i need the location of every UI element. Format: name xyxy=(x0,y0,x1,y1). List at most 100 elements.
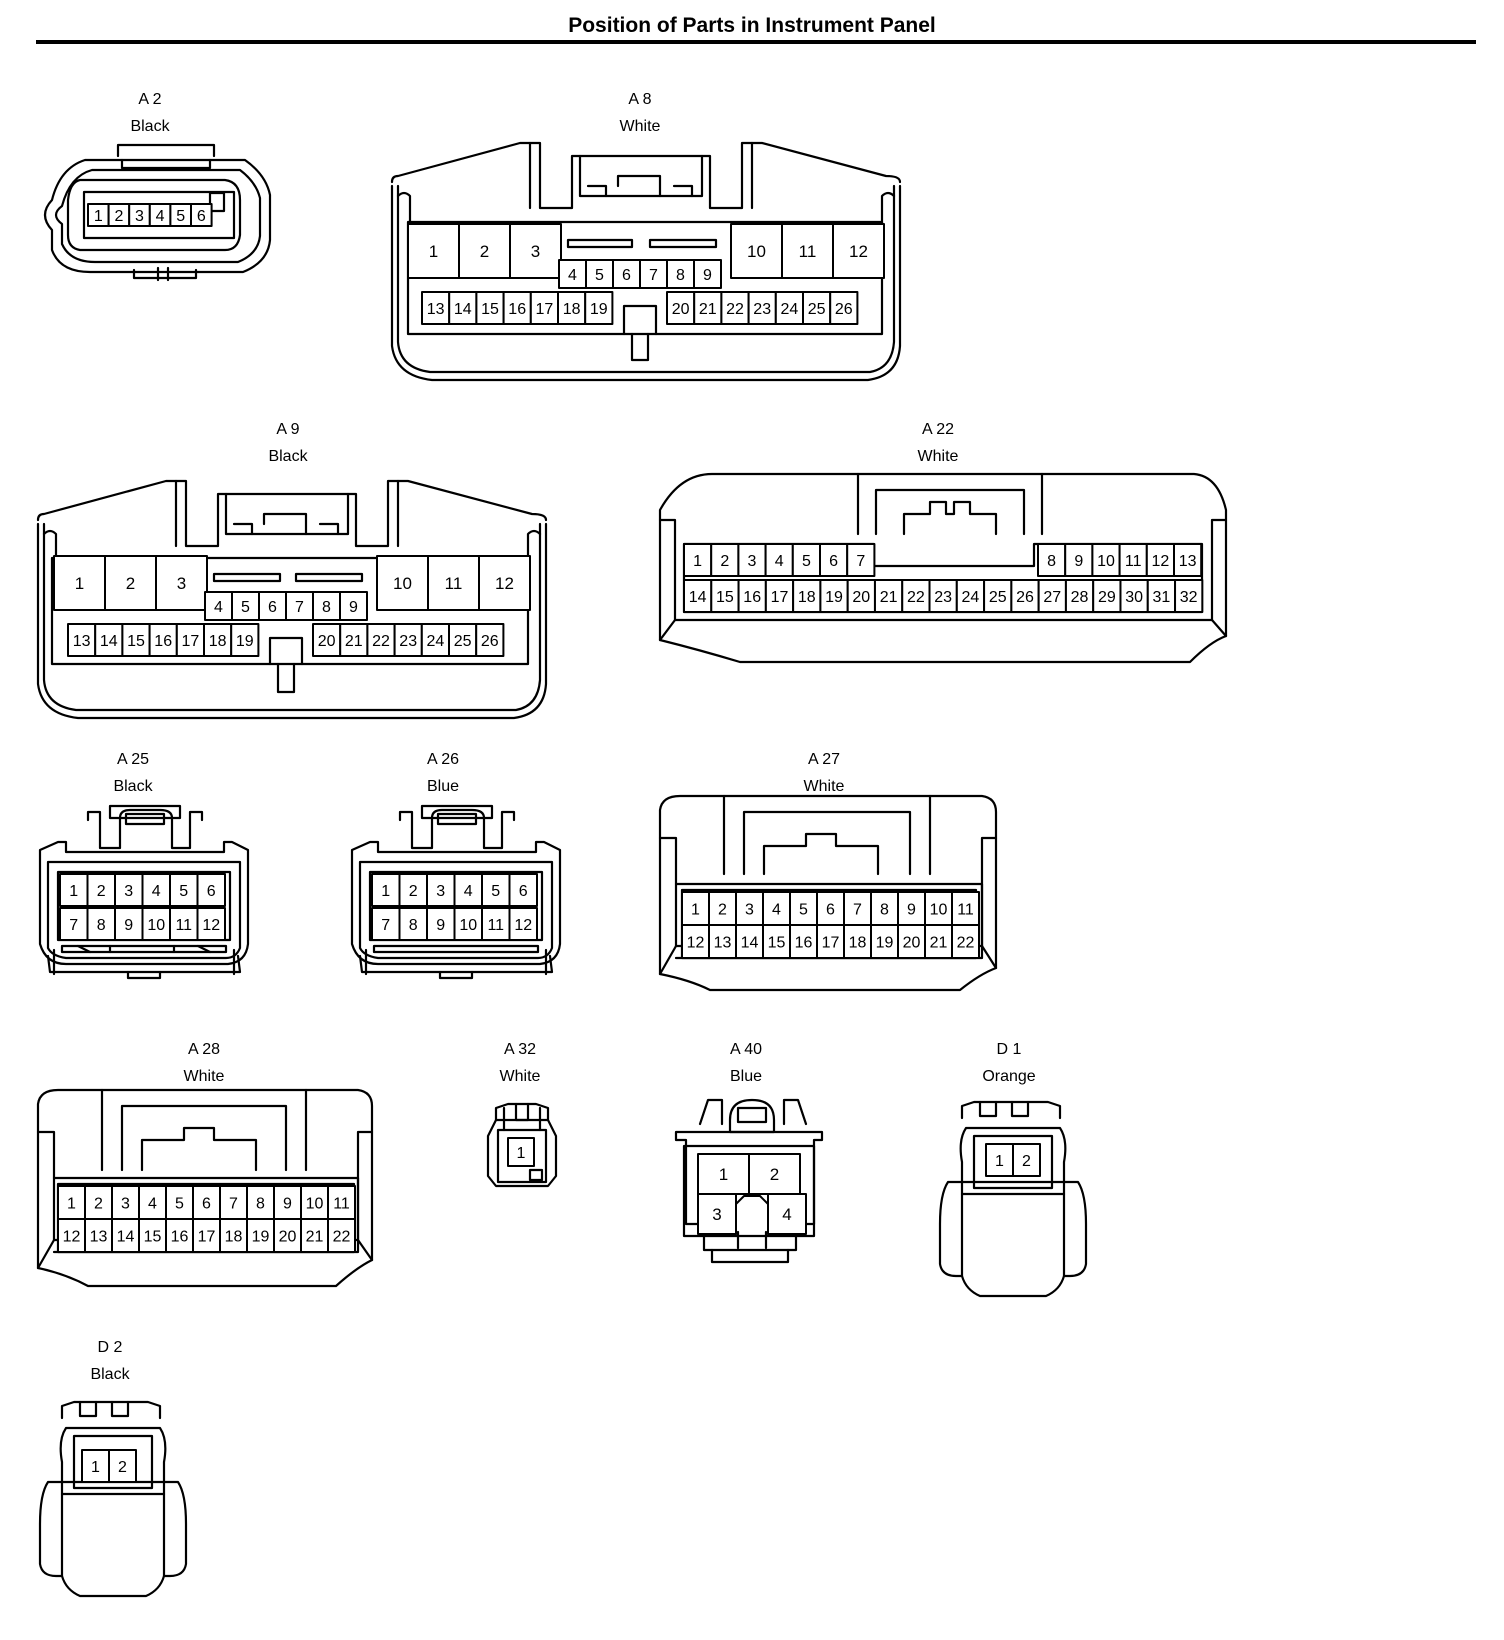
svg-text:19: 19 xyxy=(876,934,894,951)
svg-text:4: 4 xyxy=(156,208,165,225)
svg-text:8: 8 xyxy=(97,917,106,934)
svg-text:1: 1 xyxy=(381,883,390,900)
pin-a8-20: 20 xyxy=(666,291,696,325)
pin-d1-2: 2 xyxy=(1012,1143,1041,1177)
svg-text:1: 1 xyxy=(429,242,438,261)
svg-text:24: 24 xyxy=(962,589,980,606)
svg-text:21: 21 xyxy=(930,934,948,951)
pin-a8-19: 19 xyxy=(584,291,614,325)
svg-text:21: 21 xyxy=(699,301,717,318)
connector-color: Orange xyxy=(982,1068,1036,1085)
svg-text:22: 22 xyxy=(907,589,925,606)
connector-color: Black xyxy=(113,778,153,795)
svg-text:21: 21 xyxy=(345,633,363,650)
pin-a28-13: 13 xyxy=(84,1218,113,1253)
pin-a22-6: 6 xyxy=(819,543,849,577)
svg-text:2: 2 xyxy=(409,883,418,900)
connector-a2-label: A 2 Black xyxy=(90,90,210,137)
pin-a2-1: 1 xyxy=(87,203,110,227)
pin-a8-23: 23 xyxy=(747,291,777,325)
pin-a27-7: 7 xyxy=(843,891,872,926)
pin-a26-2: 2 xyxy=(398,873,428,907)
svg-text:7: 7 xyxy=(649,267,658,284)
connector-color: White xyxy=(803,778,845,795)
pin-a9-9: 9 xyxy=(339,591,368,621)
svg-text:4: 4 xyxy=(148,1195,157,1212)
pin-a28-22: 22 xyxy=(327,1218,356,1253)
svg-text:26: 26 xyxy=(1016,589,1034,606)
pin-a27-3: 3 xyxy=(735,891,764,926)
pin-a8-6: 6 xyxy=(612,259,641,289)
svg-text:9: 9 xyxy=(283,1195,292,1212)
svg-text:3: 3 xyxy=(745,901,754,918)
pin-a28-18: 18 xyxy=(219,1218,248,1253)
pin-a9-19: 19 xyxy=(230,623,260,657)
pin-a26-11: 11 xyxy=(481,907,511,941)
pin-a28-16: 16 xyxy=(165,1218,194,1253)
pin-a27-17: 17 xyxy=(816,924,845,959)
svg-text:13: 13 xyxy=(427,301,445,318)
pin-a25-11: 11 xyxy=(169,907,199,941)
svg-text:8: 8 xyxy=(322,599,331,616)
pin-a28-19: 19 xyxy=(246,1218,275,1253)
svg-text:4: 4 xyxy=(568,267,577,284)
svg-text:18: 18 xyxy=(849,934,867,951)
svg-text:28: 28 xyxy=(1071,589,1089,606)
pin-a28-17: 17 xyxy=(192,1218,221,1253)
pin-a8-21: 21 xyxy=(693,291,723,325)
pin-a22-7: 7 xyxy=(846,543,876,577)
svg-text:18: 18 xyxy=(209,633,227,650)
pin-a27-20: 20 xyxy=(897,924,926,959)
svg-text:15: 15 xyxy=(144,1228,162,1245)
connector-color: Black xyxy=(90,1366,130,1383)
svg-text:1: 1 xyxy=(691,901,700,918)
pin-a28-20: 20 xyxy=(273,1218,302,1253)
svg-text:31: 31 xyxy=(1153,589,1171,606)
connector-d2-housing xyxy=(38,1400,188,1598)
svg-text:18: 18 xyxy=(225,1228,243,1245)
connector-id: A 32 xyxy=(503,1041,537,1058)
svg-text:30: 30 xyxy=(1125,589,1143,606)
connector-id: A 40 xyxy=(729,1041,763,1058)
svg-text:20: 20 xyxy=(279,1228,297,1245)
pin-a9-17: 17 xyxy=(175,623,206,657)
svg-text:22: 22 xyxy=(957,934,975,951)
svg-text:7: 7 xyxy=(229,1195,238,1212)
svg-text:9: 9 xyxy=(907,901,916,918)
svg-text:20: 20 xyxy=(903,934,921,951)
pin-a22-12: 12 xyxy=(1145,543,1176,577)
svg-text:16: 16 xyxy=(154,633,172,650)
pin-a9-5: 5 xyxy=(231,591,260,621)
svg-text:11: 11 xyxy=(333,1195,350,1212)
svg-text:12: 12 xyxy=(514,917,532,934)
pin-a8-24: 24 xyxy=(774,291,804,325)
pin-a22-21: 21 xyxy=(873,579,904,613)
pin-a22-10: 10 xyxy=(1091,543,1121,577)
svg-text:19: 19 xyxy=(236,633,254,650)
svg-text:6: 6 xyxy=(829,553,838,570)
svg-text:10: 10 xyxy=(747,242,766,261)
svg-text:3: 3 xyxy=(436,883,445,900)
pin-a9-20: 20 xyxy=(312,623,342,657)
svg-text:9: 9 xyxy=(124,917,133,934)
pin-a22-4: 4 xyxy=(764,543,794,577)
pin-a22-20: 20 xyxy=(846,579,876,613)
pin-a9-4: 4 xyxy=(204,591,233,621)
svg-text:14: 14 xyxy=(741,934,759,951)
pin-a22-24: 24 xyxy=(955,579,986,613)
svg-text:3: 3 xyxy=(531,242,540,261)
pin-a9-26: 26 xyxy=(475,623,505,657)
pin-a8-5: 5 xyxy=(585,259,614,289)
pin-a26-5: 5 xyxy=(481,873,511,907)
pin-a27-16: 16 xyxy=(789,924,818,959)
connector-id: A 22 xyxy=(921,421,955,438)
svg-text:12: 12 xyxy=(63,1228,81,1245)
connector-id: A 9 xyxy=(276,421,300,438)
pin-a27-8: 8 xyxy=(870,891,899,926)
pin-a9-18: 18 xyxy=(203,623,233,657)
svg-text:22: 22 xyxy=(372,633,390,650)
svg-text:22: 22 xyxy=(726,301,744,318)
pin-a22-8: 8 xyxy=(1037,543,1067,577)
connector-a40-label: A 40 Blue xyxy=(686,1040,806,1087)
